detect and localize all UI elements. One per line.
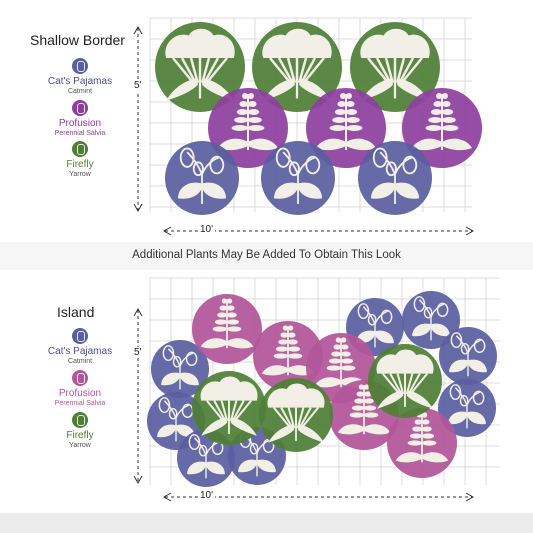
salvia-plant <box>402 88 482 168</box>
salvia-plant <box>306 88 386 168</box>
legend-sub: Perennial Salvia <box>54 400 106 407</box>
island-layout <box>133 277 500 502</box>
shallow-border-layout <box>133 17 482 236</box>
width-label: 10' <box>198 224 216 235</box>
salvia-plant <box>329 380 399 450</box>
yarrow-plant <box>192 371 266 445</box>
shallow-border-title: Shallow Border <box>30 32 125 48</box>
catmint-plant <box>438 379 496 437</box>
legend-sub: Catmint <box>67 88 93 95</box>
yarrow-plant <box>252 22 342 112</box>
catmint-plant <box>439 327 497 385</box>
note-strip <box>0 242 533 270</box>
legend-name: Profusion <box>58 118 102 129</box>
yarrow-icon <box>72 412 88 428</box>
height-dimension-arrow <box>133 25 143 213</box>
height-label: 5' <box>134 80 142 91</box>
catmint-plant <box>151 340 209 398</box>
legend-name: Cat's Pajamas <box>47 76 113 87</box>
legend-sub: Yarrow <box>69 442 91 449</box>
salvia-plant <box>208 88 288 168</box>
height-dimension-arrow <box>133 307 143 485</box>
salvia-plant <box>387 408 457 478</box>
width-dimension-arrow <box>162 226 475 236</box>
salvia-plant <box>253 321 323 391</box>
plant-circles <box>147 291 497 487</box>
plant-circles <box>155 22 482 215</box>
legend-sub: Perennial Salvia <box>54 130 106 137</box>
legend-sub: Catmint <box>67 358 93 365</box>
legend-item-catmint: Cat's Pajamas Catmint <box>30 328 130 366</box>
legend-name: Cat's Pajamas <box>47 346 113 357</box>
salvia-icon <box>72 370 88 386</box>
legend-name: Profusion <box>58 388 102 399</box>
yarrow-icon <box>72 141 88 157</box>
legend-name: Firefly <box>66 159 94 170</box>
catmint-plant <box>261 141 335 215</box>
catmint-plant <box>402 291 460 349</box>
catmint-plant <box>358 141 432 215</box>
additional-plants-note: Additional Plants May Be Added To Obtain… <box>132 249 401 261</box>
catmint-plant <box>165 141 239 215</box>
yarrow-plant <box>350 22 440 112</box>
salvia-plant <box>192 294 262 364</box>
island-title: Island <box>57 304 95 320</box>
legend-item-yarrow: Firefly Yarrow <box>30 412 130 450</box>
legend-item-catmint: Cat's Pajamas Catmint <box>30 58 130 96</box>
legend-item-salvia: Profusion Perennial Salvia <box>30 100 130 138</box>
yarrow-plant <box>368 344 442 418</box>
height-label: 5' <box>134 347 142 358</box>
salvia-icon <box>72 100 88 116</box>
catmint-icon <box>72 328 88 344</box>
legend-item-yarrow: Firefly Yarrow <box>30 141 130 179</box>
yarrow-plant <box>259 378 333 452</box>
legend-name: Firefly <box>66 430 94 441</box>
legend-sub: Yarrow <box>69 171 91 178</box>
width-label: 10' <box>198 490 216 501</box>
width-dimension-arrow <box>162 492 475 502</box>
catmint-icon <box>72 58 88 74</box>
legend-item-salvia: Profusion Perennial Salvia <box>30 370 130 408</box>
